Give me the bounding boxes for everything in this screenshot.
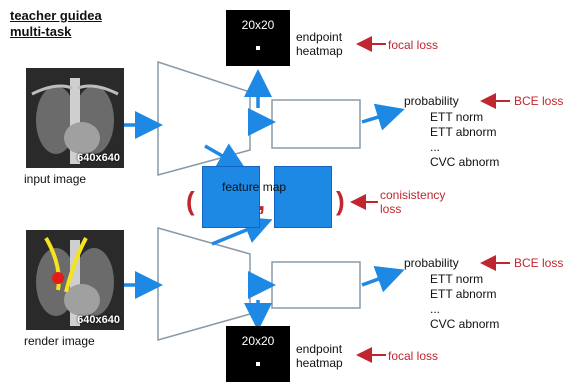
bottom-heatmap-size: 20x20 — [241, 334, 275, 348]
top-heatmap: 20x20 — [226, 10, 290, 66]
heatmap-dot-icon — [256, 362, 260, 366]
class-item: ETT abnorm — [430, 125, 497, 139]
input-image: 640x640 — [26, 68, 124, 168]
input-image-caption: input image — [24, 172, 87, 186]
render-image-size: 640x640 — [77, 314, 120, 326]
diagram-title: teacher guidea multi-task — [10, 8, 102, 40]
bottom-heatmap-label-2: heatmap — [296, 356, 343, 370]
consistency-loss: conisistency loss — [380, 188, 445, 216]
top-heatmap-label-2: heatmap — [296, 44, 343, 58]
bottom-heatmap-label: endpoint heatmap — [296, 342, 343, 370]
bottom-class-list: ETT norm ETT abnorm ... CVC abnorm — [430, 272, 499, 332]
top-class-list: ETT norm ETT abnorm ... CVC abnorm — [430, 110, 499, 170]
feature-comma: , — [258, 186, 266, 216]
class-item: ETT norm — [430, 272, 484, 286]
top-prob-label: probability — [404, 94, 459, 108]
top-heatmap-size: 20x20 — [241, 18, 275, 32]
heatmap-dot-icon — [256, 46, 260, 50]
xray-chest-icon — [26, 68, 124, 168]
top-encoder-trapezoid — [157, 60, 251, 176]
bottom-bce-loss: BCE loss — [514, 256, 564, 270]
top-bce-loss: BCE loss — [514, 94, 564, 108]
arrow-classifier-to-prob — [361, 103, 405, 131]
xray-chest-render-icon — [26, 230, 124, 330]
class-item: ETT norm — [430, 110, 484, 124]
input-image-size: 640x640 — [77, 152, 120, 164]
arrow-encoder-to-featuremap — [204, 143, 247, 170]
top-focal-loss: focal loss — [388, 38, 439, 52]
class-item: ... — [430, 302, 441, 316]
consistency-line-2: loss — [380, 202, 402, 216]
feature-open-paren: ( — [186, 186, 195, 216]
render-image-caption: render image — [24, 334, 95, 348]
render-image: 640x640 — [26, 230, 124, 330]
feature-map-box-1 — [202, 166, 260, 228]
class-item: CVC abnorm — [430, 317, 500, 331]
class-item: CVC abnorm — [430, 155, 500, 169]
class-item: ... — [430, 140, 441, 154]
title-line-2: multi-task — [10, 24, 72, 39]
bottom-classifier-box — [271, 261, 361, 309]
class-item: ETT abnorm — [430, 287, 497, 301]
feature-close-paren: ) — [336, 186, 345, 216]
bottom-heatmap: 20x20 — [226, 326, 290, 382]
arrow-bottom-classifier-to-prob — [361, 265, 405, 293]
consistency-line-1: conisistency — [380, 188, 446, 202]
bottom-heatmap-label-1: endpoint — [296, 342, 343, 356]
bottom-prob-label: probability — [404, 256, 459, 270]
top-classifier-box — [271, 99, 361, 149]
bottom-encoder-trapezoid — [157, 227, 251, 341]
top-heatmap-label: endpoint heatmap — [296, 30, 343, 58]
top-heatmap-label-1: endpoint — [296, 30, 343, 44]
title-line-1: teacher guidea — [10, 8, 102, 23]
bottom-focal-loss: focal loss — [388, 349, 439, 363]
feature-map-label: feature map — [222, 180, 287, 194]
feature-map-box-2 — [274, 166, 332, 228]
